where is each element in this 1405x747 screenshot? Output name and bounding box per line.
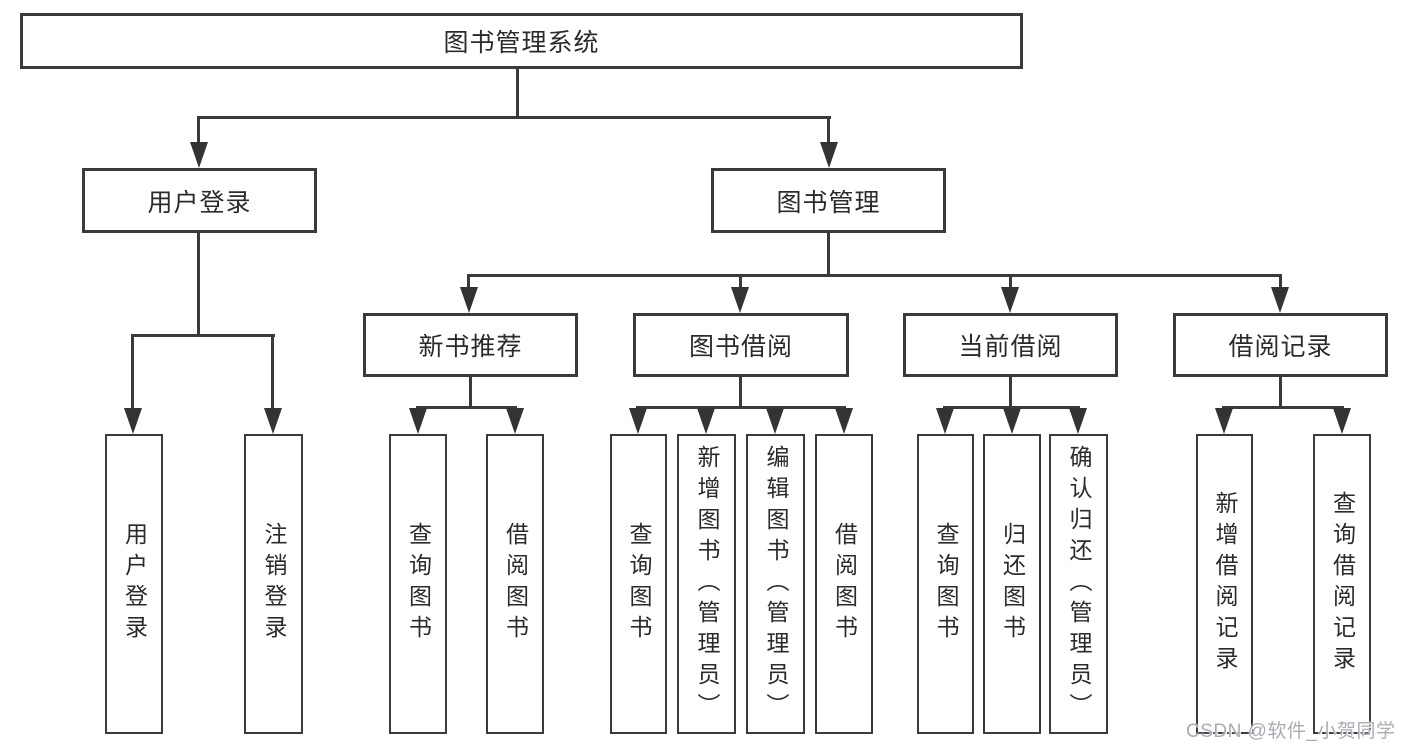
node-current-borrowing-label: 当前借阅 bbox=[958, 333, 1063, 361]
connector-line bbox=[1222, 406, 1344, 409]
connector-arrow-down-icon bbox=[820, 142, 838, 168]
connector-arrow-down-icon bbox=[460, 287, 478, 313]
connector-line bbox=[197, 233, 200, 337]
node-current-borrowing: 当前借阅 bbox=[903, 313, 1118, 377]
connector-arrow-down-icon bbox=[506, 408, 524, 434]
connector-line bbox=[827, 233, 830, 276]
connector-arrow-down-icon bbox=[697, 408, 715, 434]
node-br-query-borrow-record-label: 查询借阅记录 bbox=[1329, 491, 1356, 677]
connector-line bbox=[467, 274, 1282, 277]
connector-line bbox=[1279, 377, 1282, 409]
node-bb-edit-books-admin: 编辑图书（管理员） bbox=[746, 434, 805, 734]
connector-arrow-down-icon bbox=[409, 408, 427, 434]
node-borrowing-records-label: 借阅记录 bbox=[1228, 333, 1333, 361]
connector-arrow-down-icon bbox=[190, 142, 208, 168]
connector-line bbox=[416, 406, 517, 409]
connector-line bbox=[739, 377, 742, 409]
connector-line bbox=[198, 116, 831, 119]
connector-line bbox=[943, 406, 1080, 409]
node-book-management: 图书管理 bbox=[711, 168, 946, 233]
node-bb-query-books-label: 查询图书 bbox=[626, 522, 652, 646]
node-nb-borrow-books: 借阅图书 bbox=[486, 434, 544, 734]
node-book-borrowing-label: 图书借阅 bbox=[688, 333, 793, 361]
connector-arrow-down-icon bbox=[1271, 287, 1289, 313]
node-bb-edit-books-admin-label: 编辑图书（管理员） bbox=[763, 444, 789, 724]
connector-arrow-down-icon bbox=[1069, 408, 1087, 434]
node-bb-query-books: 查询图书 bbox=[610, 434, 667, 734]
connector-line bbox=[636, 406, 846, 409]
connector-line bbox=[516, 69, 519, 118]
connector-line bbox=[131, 334, 134, 414]
connector-arrow-down-icon bbox=[1003, 408, 1021, 434]
node-cb-confirm-return-admin-label: 确认归还（管理员） bbox=[1066, 444, 1092, 724]
node-borrowing-records: 借阅记录 bbox=[1173, 313, 1388, 377]
node-cb-return-books-label: 归还图书 bbox=[999, 522, 1026, 646]
connector-arrow-down-icon bbox=[731, 287, 749, 313]
connector-line bbox=[467, 274, 470, 292]
node-root: 图书管理系统 bbox=[20, 13, 1023, 69]
node-bb-borrow-books-label: 借阅图书 bbox=[831, 522, 858, 646]
connector-arrow-down-icon bbox=[1215, 408, 1233, 434]
connector-line bbox=[469, 377, 472, 409]
node-bb-borrow-books: 借阅图书 bbox=[815, 434, 873, 734]
node-br-query-borrow-record: 查询借阅记录 bbox=[1313, 434, 1371, 734]
node-book-borrowing: 图书借阅 bbox=[633, 313, 849, 377]
connector-arrow-down-icon bbox=[936, 408, 954, 434]
node-cb-query-books-label: 查询图书 bbox=[933, 522, 959, 646]
connector-arrow-down-icon bbox=[1001, 287, 1019, 313]
node-cb-return-books: 归还图书 bbox=[983, 434, 1041, 734]
node-nb-borrow-books-label: 借阅图书 bbox=[502, 522, 529, 646]
connector-arrow-down-icon bbox=[1333, 408, 1351, 434]
connector-line bbox=[1279, 274, 1282, 292]
node-logout-action: 注销登录 bbox=[244, 434, 303, 734]
node-nb-query-books: 查询图书 bbox=[389, 434, 447, 734]
node-nb-query-books-label: 查询图书 bbox=[405, 522, 432, 646]
connector-line bbox=[1009, 377, 1012, 409]
connector-arrow-down-icon bbox=[264, 408, 282, 434]
node-user-login: 用户登录 bbox=[82, 168, 317, 233]
node-cb-confirm-return-admin: 确认归还（管理员） bbox=[1049, 434, 1108, 734]
node-logout-action-label: 注销登录 bbox=[261, 522, 287, 646]
connector-arrow-down-icon bbox=[835, 408, 853, 434]
connector-line bbox=[827, 116, 830, 148]
node-bb-add-books-admin-label: 新增图书（管理员） bbox=[694, 444, 720, 724]
connector-line bbox=[1009, 274, 1012, 292]
node-user-login-label: 用户登录 bbox=[147, 188, 252, 217]
connector-line bbox=[271, 334, 274, 414]
node-br-add-borrow-record-label: 新增借阅记录 bbox=[1212, 491, 1238, 677]
node-new-book-recommendation: 新书推荐 bbox=[363, 313, 578, 377]
node-book-management-label: 图书管理 bbox=[776, 188, 881, 217]
node-root-label: 图书管理系统 bbox=[443, 29, 600, 57]
connector-line bbox=[131, 334, 275, 337]
connector-line bbox=[197, 116, 200, 148]
connector-arrow-down-icon bbox=[766, 408, 784, 434]
connector-arrow-down-icon bbox=[629, 408, 647, 434]
node-user-login-action: 用户登录 bbox=[105, 434, 163, 734]
watermark: CSDN @软件_小贺同学 bbox=[1186, 721, 1396, 742]
node-new-book-recommendation-label: 新书推荐 bbox=[418, 333, 523, 361]
node-br-add-borrow-record: 新增借阅记录 bbox=[1196, 434, 1253, 734]
node-user-login-action-label: 用户登录 bbox=[121, 522, 148, 646]
node-bb-add-books-admin: 新增图书（管理员） bbox=[677, 434, 736, 734]
node-cb-query-books: 查询图书 bbox=[917, 434, 974, 734]
connector-line bbox=[739, 274, 742, 292]
connector-arrow-down-icon bbox=[124, 408, 142, 434]
